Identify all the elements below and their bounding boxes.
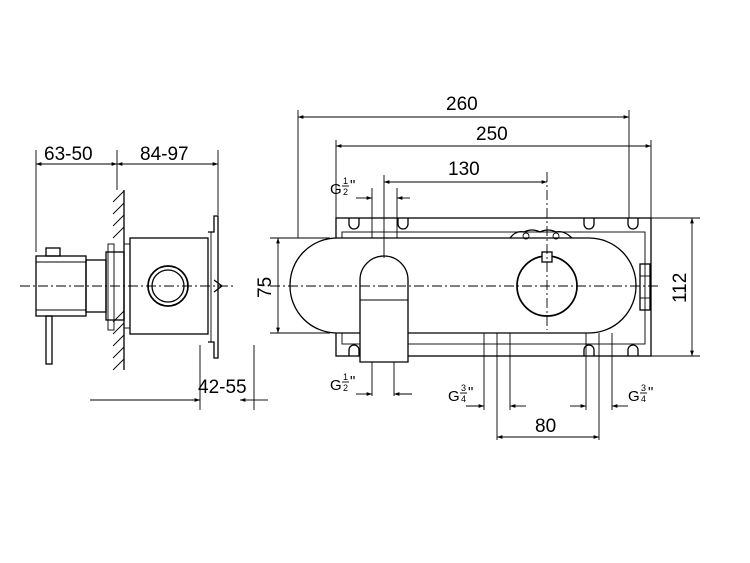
thread-label-top: G 1 2 "	[330, 176, 355, 198]
svg-text:": "	[468, 384, 473, 401]
dim-80: 80	[535, 416, 556, 437]
svg-text:3: 3	[461, 383, 466, 393]
svg-text:G: G	[628, 388, 640, 405]
dim-130: 130	[448, 159, 480, 180]
thread-label-left-inlet: G 3 4 "	[448, 383, 473, 405]
dim-112: 112	[670, 273, 691, 303]
svg-text:G: G	[330, 181, 342, 198]
svg-text:2: 2	[343, 383, 348, 393]
dim-84-97: 84-97	[140, 144, 189, 165]
dim-75: 75	[255, 277, 276, 298]
plate-slots	[348, 218, 639, 356]
svg-text:": "	[648, 384, 653, 401]
side-view	[20, 150, 255, 410]
svg-text:4: 4	[641, 394, 646, 404]
dim-63-50: 63-50	[44, 144, 93, 165]
dim-250: 250	[476, 124, 508, 145]
wall-hatch	[112, 190, 125, 371]
front-view-dimensions: 260 250 130 G 1 2 " 75 112	[255, 94, 700, 439]
svg-text:G: G	[330, 377, 342, 394]
svg-text:G: G	[448, 388, 460, 405]
dim-260: 260	[446, 94, 478, 115]
dim-42-55: 42-55	[198, 377, 247, 398]
thread-label-bottom: G 1 2 "	[330, 372, 355, 394]
svg-text:": "	[350, 177, 355, 194]
svg-text:4: 4	[461, 394, 466, 404]
front-view	[270, 172, 660, 440]
thread-label-right-inlet: G 3 4 "	[628, 383, 653, 405]
side-view-dimensions: 63-50 84-97 42-55	[36, 144, 268, 402]
svg-text:1: 1	[343, 176, 348, 186]
svg-text:1: 1	[343, 372, 348, 382]
svg-text:3: 3	[641, 383, 646, 393]
svg-text:": "	[350, 373, 355, 390]
svg-text:2: 2	[343, 187, 348, 197]
